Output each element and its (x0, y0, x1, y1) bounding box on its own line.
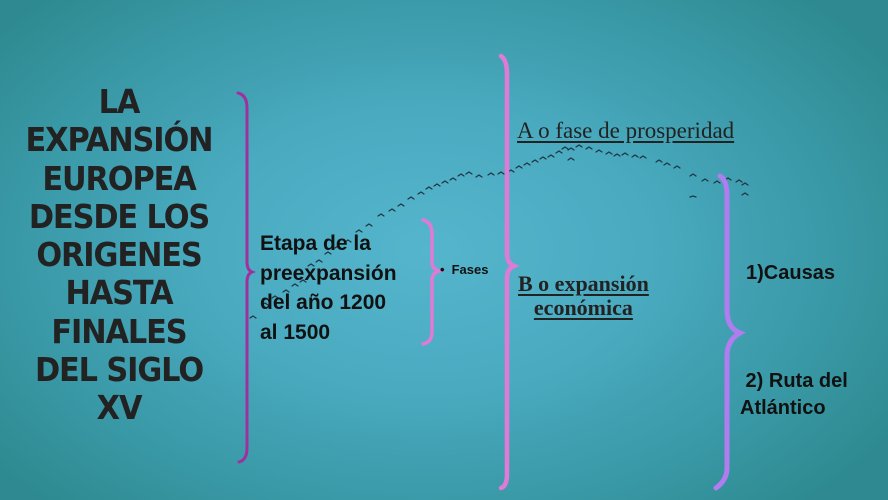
cause-1-label: 1)Causas (746, 262, 835, 284)
phase-b-line: económica (533, 295, 633, 320)
slide-title: LA EXPANSIÓN EUROPEA DESDE LOS ORIGENES … (10, 82, 229, 428)
stage-bracket-icon (421, 218, 446, 346)
cause-2-line: Atlántico (740, 397, 826, 419)
fases-label: Fases (451, 262, 489, 277)
title-line: FINALES (51, 311, 187, 351)
stage-line: al 1500 (260, 320, 331, 344)
cause-2-line: 2) Ruta del (740, 370, 848, 392)
phase-a-label: A o fase de prosperidad (517, 118, 735, 143)
title-line: EUROPEA (42, 158, 196, 198)
phase-b-line: B o expansión (518, 271, 649, 296)
title-line: EXPANSIÓN (25, 120, 214, 160)
phases-bracket-icon (498, 53, 520, 491)
cause-2-label: 2) Ruta del Atlántico (740, 368, 848, 422)
stage-line: preexpansión (260, 261, 397, 285)
title-line: LA (98, 82, 141, 121)
causes-bracket-icon (713, 173, 746, 491)
title-line: ORIGENES (36, 235, 202, 275)
title-bracket-icon (236, 91, 257, 464)
stage-label: Etapa de la preexpansión del año 1200 al… (260, 229, 430, 347)
title-line: XV (96, 388, 143, 428)
fases-item: • Fases (440, 262, 488, 277)
title-line: HASTA (65, 273, 173, 313)
title-line: DESDE LOS (28, 196, 210, 236)
stage-line: Etapa de la (260, 232, 371, 255)
birds-flock-icon (249, 144, 749, 319)
bullet-icon: • (440, 262, 445, 277)
phase-b-label: B o expansión económica (518, 272, 649, 320)
stage-line: del año 1200 (260, 291, 387, 314)
title-line: DEL SIGLO (34, 350, 204, 390)
